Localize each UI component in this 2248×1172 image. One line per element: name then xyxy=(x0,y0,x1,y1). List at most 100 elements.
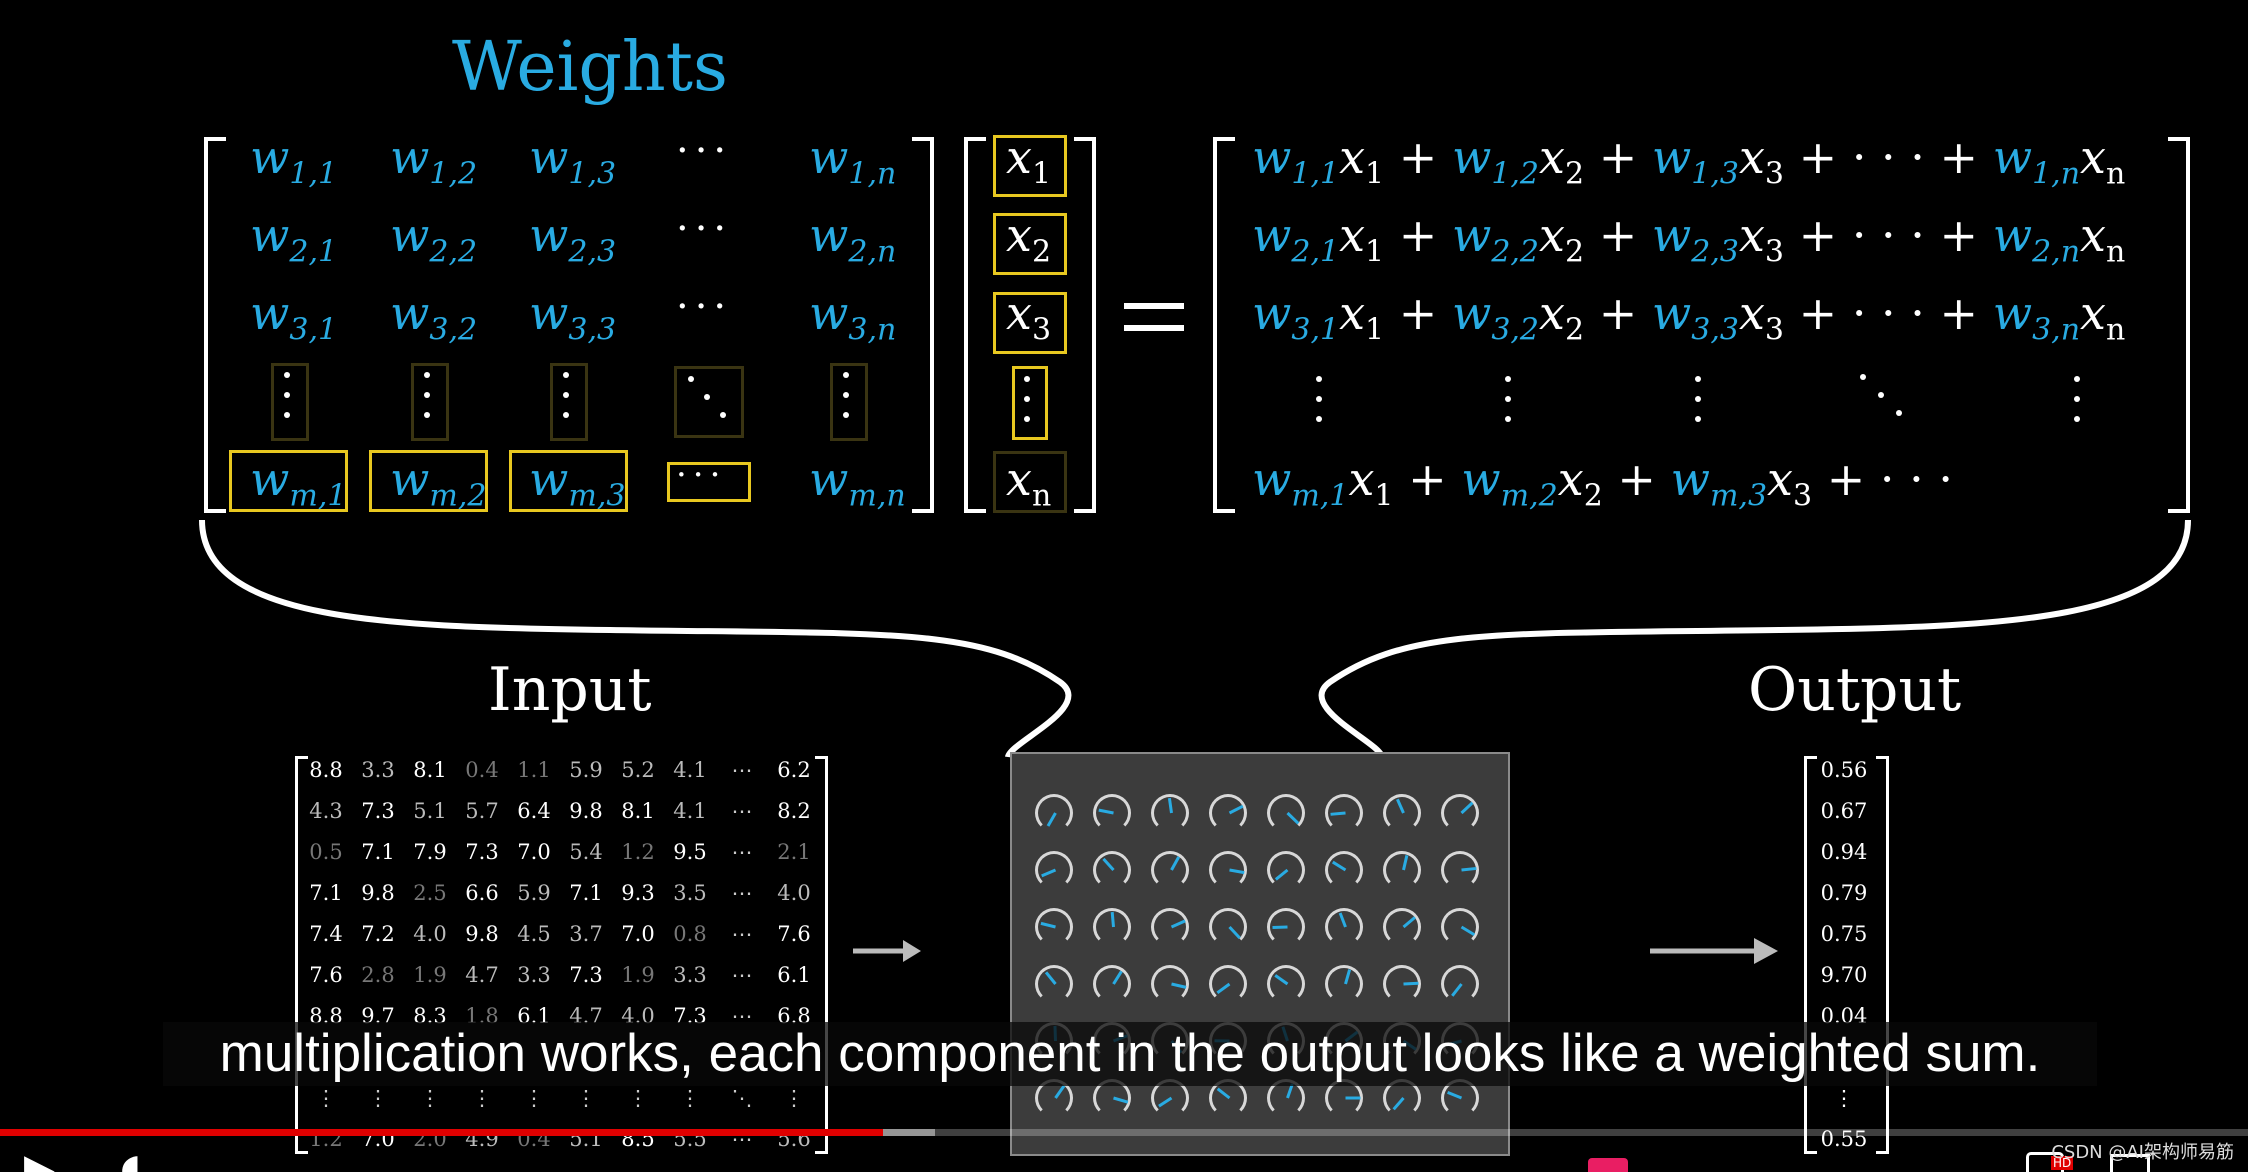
table-row: 0.55 xyxy=(1818,1118,1870,1159)
table-cell: ⋮ xyxy=(523,1085,545,1110)
table-cell: 8.5 xyxy=(621,1126,655,1151)
vdots-col1 xyxy=(284,372,290,432)
next-button[interactable]: ▶ xyxy=(24,1146,55,1172)
row-ellipsis: ··· xyxy=(676,206,733,252)
table-row: 9.70 xyxy=(1818,954,1870,995)
result-bracket-right xyxy=(2168,137,2190,513)
table-cell: 5.2 xyxy=(621,757,655,782)
table-cell: ⋯ xyxy=(731,1126,753,1151)
row-ellipsis: ··· xyxy=(676,284,733,330)
progress-played[interactable] xyxy=(0,1129,884,1136)
table-cell: 5.7 xyxy=(465,798,499,823)
vdots-col3 xyxy=(563,372,569,432)
table-cell: 0.4 xyxy=(465,757,499,782)
parameter-dial-icon xyxy=(1267,965,1305,1003)
parameter-dial-icon xyxy=(1325,851,1363,889)
output-cell: 0.55 xyxy=(1820,1126,1868,1151)
weight-entry: w1,2 xyxy=(390,130,478,192)
theater-mode-icon[interactable] xyxy=(2110,1154,2150,1172)
table-cell: 3.3 xyxy=(361,757,395,782)
equals-sign-top xyxy=(1124,303,1184,309)
weight-entry: w2,3 xyxy=(529,208,617,270)
table-cell: 3.5 xyxy=(673,880,707,905)
input-label: Input xyxy=(488,655,652,725)
output-label: Output xyxy=(1748,655,1962,725)
weight-entry: wm,n xyxy=(809,452,906,514)
weight-entry: w3,n xyxy=(809,286,897,348)
table-row: 0.67 xyxy=(1818,790,1870,831)
x-entry: x3 xyxy=(1006,286,1052,348)
progress-track[interactable] xyxy=(0,1129,2248,1136)
weight-entry: wm,2 xyxy=(390,452,487,514)
parameter-dial-icon xyxy=(1035,965,1073,1003)
dim-box-1 xyxy=(271,363,309,441)
dim-box-4 xyxy=(674,366,744,438)
table-cell: 9.5 xyxy=(673,839,707,864)
chapter-icon[interactable] xyxy=(1588,1158,1628,1172)
table-cell: 7.0 xyxy=(621,921,655,946)
table-cell: 5.6 xyxy=(777,1126,811,1151)
parameter-dial-icon xyxy=(1035,908,1073,946)
subtitle-caption: multiplication works, each component in … xyxy=(163,1022,2097,1086)
parameter-dial-icon xyxy=(1209,965,1247,1003)
x-bracket-right xyxy=(1074,137,1096,513)
parameter-dial-icon xyxy=(1209,851,1247,889)
table-cell: 4.0 xyxy=(413,921,447,946)
bottom-ellipsis: ··· xyxy=(676,455,727,495)
table-cell: 0.8 xyxy=(673,921,707,946)
table-cell: 3.3 xyxy=(517,962,551,987)
table-cell: 4.0 xyxy=(777,880,811,905)
input-arrow xyxy=(853,940,921,962)
table-cell: 7.0 xyxy=(361,1126,395,1151)
table-cell: 7.4 xyxy=(309,921,343,946)
result-diagonal-dots xyxy=(1858,370,1918,430)
table-row: ⋮ xyxy=(1818,1077,1870,1118)
table-cell: 7.1 xyxy=(309,880,343,905)
x-entry: x2 xyxy=(1006,208,1052,270)
input-bracket-left xyxy=(295,756,308,1154)
weight-entry: wm,3 xyxy=(529,452,626,514)
parameter-dial-icon xyxy=(1267,794,1305,832)
dim-box-2 xyxy=(411,363,449,441)
table-cell: ⋮ xyxy=(679,1085,701,1110)
result-row: w3,1x1 + w3,2x2 + w3,3x3 + · · · + w3,nx… xyxy=(1252,286,2126,348)
highlight-w-m1 xyxy=(229,450,348,512)
table-cell: 7.9 xyxy=(413,839,447,864)
table-cell: 1.1 xyxy=(517,757,551,782)
vdots-r3 xyxy=(1695,376,1701,436)
table-row: 0.79 xyxy=(1818,872,1870,913)
highlight-w-m2 xyxy=(369,450,488,512)
volume-icon[interactable]: ◖ xyxy=(120,1146,142,1172)
output-cell: 0.67 xyxy=(1820,798,1868,823)
table-cell: ⋯ xyxy=(731,1003,753,1028)
output-cell: 0.79 xyxy=(1820,880,1868,905)
weight-entry: wm,1 xyxy=(250,452,347,514)
highlight-x1 xyxy=(993,135,1067,197)
x-bracket-left xyxy=(964,137,986,513)
table-cell: 3.3 xyxy=(673,962,707,987)
vdots-coln xyxy=(843,372,849,432)
x-entry: x1 xyxy=(1006,130,1052,192)
table-cell: 1.2 xyxy=(621,839,655,864)
vdots-col2 xyxy=(424,372,430,432)
parameter-dial-icon xyxy=(1093,908,1131,946)
weights-bracket-right xyxy=(912,137,934,513)
table-cell: 8.8 xyxy=(309,757,343,782)
output-cell: 0.56 xyxy=(1820,757,1868,782)
table-cell: ⋮ xyxy=(627,1085,649,1110)
row-ellipsis: ··· xyxy=(676,128,733,174)
weight-entry: w2,1 xyxy=(250,208,338,270)
table-cell: 5.1 xyxy=(413,798,447,823)
parameter-dial-icon xyxy=(1383,908,1421,946)
table-cell: ⋯ xyxy=(731,839,753,864)
output-cell: 9.70 xyxy=(1820,962,1868,987)
table-cell: 3.7 xyxy=(569,921,603,946)
output-arrow xyxy=(1650,938,1778,964)
connecting-brace xyxy=(199,519,2191,759)
